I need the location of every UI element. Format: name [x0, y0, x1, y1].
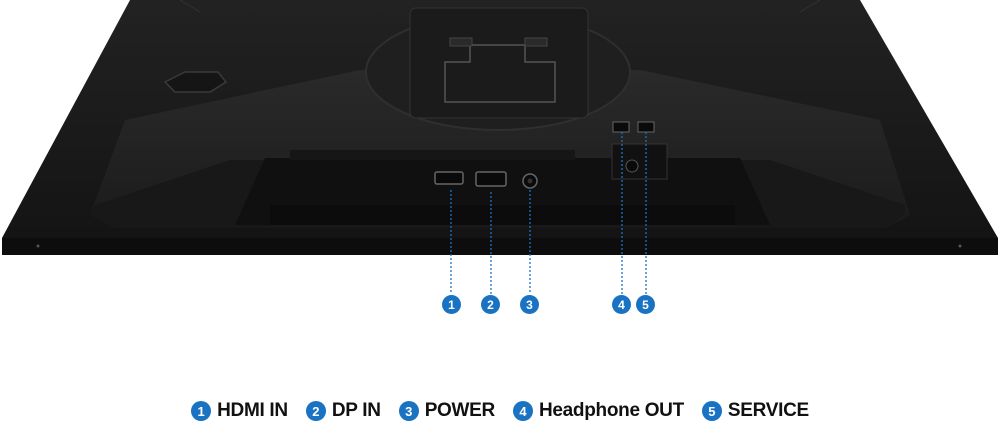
callout-3: 3	[520, 295, 539, 314]
legend-number: 1	[191, 401, 212, 421]
mount-plate	[409, 7, 589, 119]
headphone-port	[625, 159, 639, 173]
rear-hook	[163, 71, 228, 93]
legend-item-power: 3 POWER	[398, 400, 496, 422]
legend-number: 3	[398, 401, 419, 421]
callout-2: 2	[481, 295, 500, 314]
dp-port	[475, 171, 507, 187]
callout-leaders	[450, 132, 647, 294]
port-legend: 1 HDMI IN 2 DP IN 3 POWER 4 Headphone OU…	[0, 400, 1000, 422]
legend-label: Headphone OUT	[538, 400, 684, 421]
legend-number: 4	[512, 401, 533, 421]
hdmi-port	[434, 171, 464, 185]
legend-item-headphone: 4 Headphone OUT	[512, 400, 684, 422]
callout-4: 4	[612, 295, 631, 314]
legend-item-hdmi: 1 HDMI IN	[191, 400, 288, 422]
legend-label: DP IN	[331, 400, 381, 421]
legend-number: 2	[305, 401, 326, 421]
legend-label: SERVICE	[727, 400, 809, 421]
legend-item-dp: 2 DP IN	[305, 400, 381, 422]
legend-label: POWER	[424, 400, 496, 421]
legend-label: HDMI IN	[217, 400, 288, 421]
legend-item-service: 5 SERVICE	[701, 400, 809, 422]
legend-number: 5	[701, 401, 722, 421]
service-port-panel	[611, 143, 668, 180]
callout-1: 1	[442, 295, 461, 314]
callout-5: 5	[636, 295, 655, 314]
